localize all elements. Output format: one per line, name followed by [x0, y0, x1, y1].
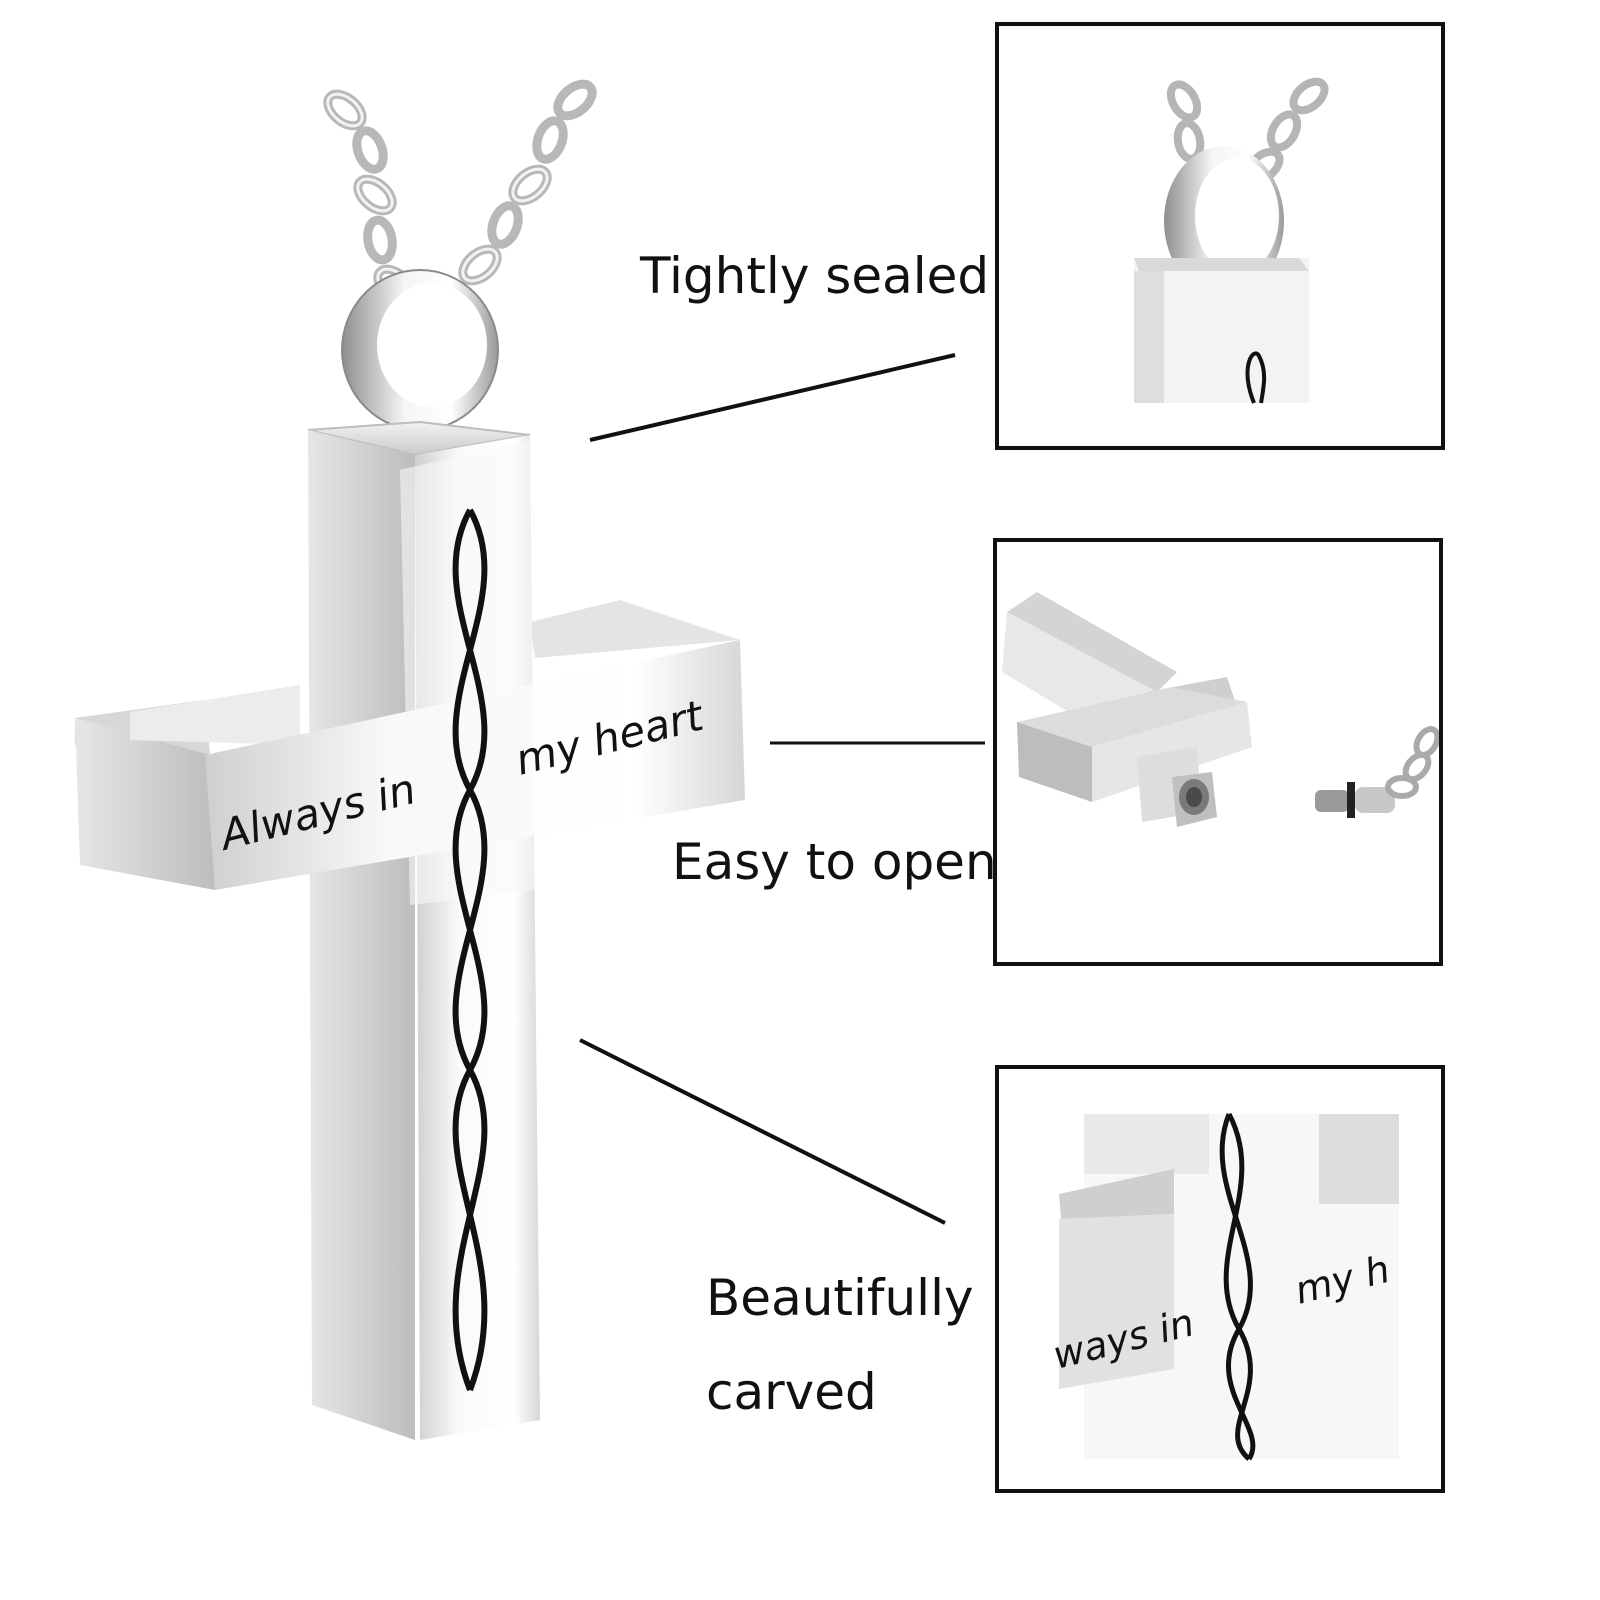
- detail-frame-carved: ways in my h: [995, 1065, 1445, 1493]
- detail-frame-sealed: [995, 22, 1445, 450]
- bail-closeup-image: [1134, 77, 1329, 404]
- opened-cross-image: [1002, 592, 1439, 827]
- callout-label-carved-line2: carved: [706, 1363, 877, 1421]
- detail-frame-open: [993, 538, 1443, 966]
- callout-label-sealed: Tightly sealed: [640, 247, 990, 305]
- engraving-closeup-image: ways in my h: [1049, 1112, 1399, 1461]
- chain: [323, 79, 597, 317]
- helix-engraving: [452, 508, 488, 1392]
- leader-line-sealed: [589, 353, 956, 442]
- leader-line-carved: [579, 1038, 946, 1225]
- callout-label-open: Easy to open: [672, 833, 997, 891]
- callout-label-carved-line1: Beautifully: [706, 1269, 974, 1327]
- bail-ring: [341, 269, 499, 431]
